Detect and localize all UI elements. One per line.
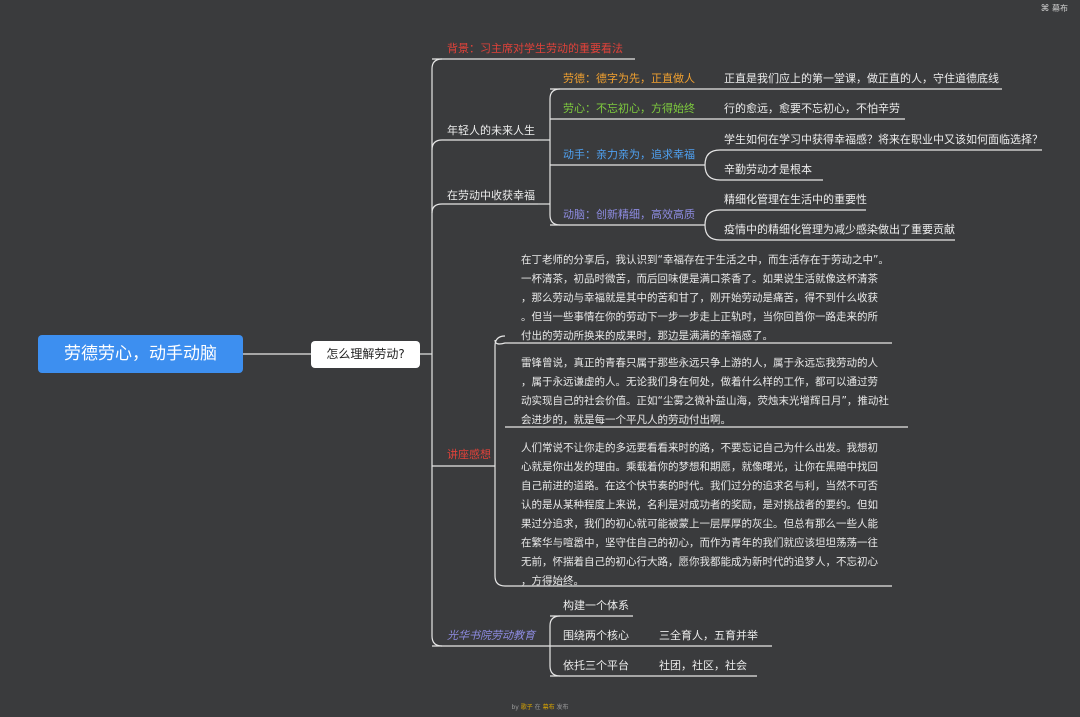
brand-label: 幕布 bbox=[1052, 4, 1068, 13]
paragraph-line: 在丁老师的分享后，我认识到“幸福存在于生活之中，而生活存在于劳动之中”。 bbox=[521, 254, 889, 266]
trait-child[interactable]: 精细化管理在生活中的重要性 bbox=[724, 193, 867, 206]
branch-future[interactable]: 年轻人的未来人生 bbox=[447, 124, 535, 137]
branch-education[interactable]: 光华书院劳动教育 bbox=[447, 629, 535, 642]
trait-hands[interactable]: 动手：亲力亲为，追求幸福 bbox=[563, 148, 695, 161]
branch-happiness[interactable]: 在劳动中收获幸福 bbox=[447, 189, 535, 202]
paragraph-line: 自己前进的道路。在这个快节奏的时代。我们过分的追求名与利，当然不可否 bbox=[521, 480, 878, 492]
education-child[interactable]: 三全育人，五育并举 bbox=[659, 629, 758, 642]
trait-child[interactable]: 疫情中的精细化管理为减少感染做出了重要贡献 bbox=[724, 223, 955, 236]
root-topic[interactable]: 劳德劳心，动手动脑 bbox=[38, 335, 243, 373]
paragraph-line: 雷锋曾说，真正的青春只属于那些永远只争上游的人，属于永远忘我劳动的人 bbox=[521, 357, 878, 369]
paragraph-line: ，方得始终。 bbox=[521, 575, 584, 587]
branch-lecture[interactable]: 讲座感想 bbox=[447, 448, 491, 461]
paragraph-line: 无前，怀揣着自己的初心行大路，愿你我都能成为新时代的追梦人，不忘初心 bbox=[521, 556, 878, 568]
paragraph-line: 会进步的，就是每一个平凡人的劳动付出啊。 bbox=[521, 414, 731, 426]
paragraph-line: 在繁华与喧嚣中，坚守住自己的初心，而作为青年的我们就应该坦坦荡荡一往 bbox=[521, 537, 878, 549]
paragraph-line: ，属于永远谦虚的人。无论我们身在何处，做着什么样的工作，都可以通过劳 bbox=[521, 376, 878, 388]
trait-brain[interactable]: 动脑：创新精细，高效高质 bbox=[563, 208, 695, 221]
paragraph-line: 人们常说不让你走的多远要看看来时的路，不要忘记自己为什么出发。我想初 bbox=[521, 442, 878, 454]
education-item[interactable]: 围绕两个核心 bbox=[563, 629, 629, 642]
education-item[interactable]: 依托三个平台 bbox=[563, 659, 629, 672]
trait-heart[interactable]: 劳心：不忘初心，方得始终 bbox=[563, 102, 695, 115]
paragraph-line: 付出的劳动所换来的成果时，那边是满满的幸福感了。 bbox=[521, 330, 773, 342]
trait-child[interactable]: 学生如何在学习中获得幸福感？将来在职业中又该如何面临选择？ bbox=[724, 133, 1043, 146]
reflection-paragraph-1[interactable]: 在丁老师的分享后，我认识到“幸福存在于生活之中，而生活存在于劳动之中”。 一杯清… bbox=[521, 251, 889, 346]
education-child[interactable]: 社团，社区，社会 bbox=[659, 659, 747, 672]
footer-credit: by 歌子 在 幕布 发布 bbox=[511, 704, 569, 711]
trait-child[interactable]: 辛勤劳动才是根本 bbox=[724, 163, 812, 176]
paragraph-line: 果过分追求，我们的初心就可能被蒙上一层厚厚的灰尘。但总有那么一些人能 bbox=[521, 518, 878, 530]
footer-brand-link[interactable]: 幕布 bbox=[542, 704, 555, 711]
topic-understanding-labor[interactable]: 怎么理解劳动? bbox=[311, 341, 420, 368]
trait-integrity[interactable]: 劳德：德字为先，正直做人 bbox=[563, 72, 695, 85]
paragraph-line: ，那么劳动与幸福就是其中的苦和甘了，刚开始劳动是痛苦，得不到什么收获 bbox=[521, 292, 878, 304]
app-logo-icon: ⌘ bbox=[1040, 4, 1050, 14]
brand-badge[interactable]: ⌘ 幕布 bbox=[1040, 3, 1068, 14]
reflection-paragraph-2[interactable]: 雷锋曾说，真正的青春只属于那些永远只争上游的人，属于永远忘我劳动的人 ，属于永远… bbox=[521, 354, 889, 430]
trait-child[interactable]: 行的愈远，愈要不忘初心，不怕辛劳 bbox=[724, 102, 900, 115]
paragraph-line: 一杯清茶，初品时微苦，而后回味便是满口茶香了。如果说生活就像这杯清茶 bbox=[521, 273, 878, 285]
paragraph-line: 动实现自己的社会价值。正如“尘雾之微补益山海，荧烛末光增辉日月”，推动社 bbox=[521, 395, 889, 407]
paragraph-line: 认的是从某种程度上来说，名利是对成功者的奖励，是对挑战者的要约。但如 bbox=[521, 499, 878, 511]
paragraph-line: 。但当一些事情在你的劳动下一步一步走上正轨时，当你回首你一路走来的所 bbox=[521, 311, 878, 323]
branch-background[interactable]: 背景：习主席对学生劳动的重要看法 bbox=[447, 42, 623, 55]
reflection-paragraph-3[interactable]: 人们常说不让你走的多远要看看来时的路，不要忘记自己为什么出发。我想初 心就是你出… bbox=[521, 439, 878, 591]
paragraph-line: 心就是你出发的理由。乘载着你的梦想和期愿，就像曙光，让你在黑暗中找回 bbox=[521, 461, 878, 473]
trait-child[interactable]: 正直是我们应上的第一堂课，做正直的人，守住道德底线 bbox=[724, 72, 999, 85]
education-item[interactable]: 构建一个体系 bbox=[563, 599, 629, 612]
